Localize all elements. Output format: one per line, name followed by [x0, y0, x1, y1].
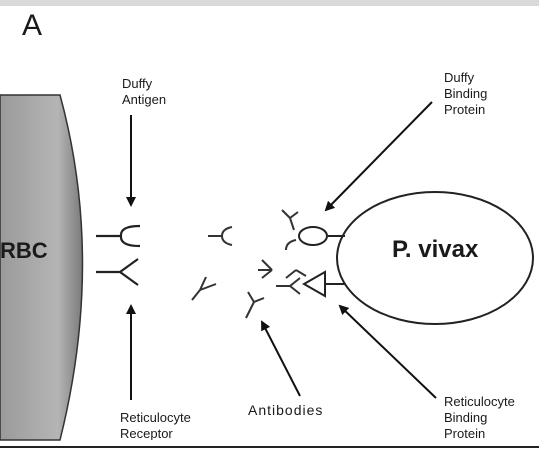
arrow-antibodies	[262, 322, 300, 396]
duffy-binding-protein	[299, 227, 345, 245]
panel-label: A	[22, 18, 42, 34]
duffy-antigen-label-line-1: Duffy	[122, 76, 166, 92]
dbp-label-line-2: Binding	[444, 86, 487, 102]
reticulocyte-receptor-label: Reticulocyte Receptor	[120, 410, 191, 440]
reticulocyte-binding-protein-label: Reticulocyte Binding Protein	[444, 394, 515, 440]
parasite-label: P. vivax	[392, 242, 478, 258]
rbc-label: RBC	[0, 243, 48, 259]
duffy-antigen-receptor	[96, 226, 140, 246]
rr-label-line-2: Receptor	[120, 426, 191, 440]
antibody-3	[246, 292, 264, 318]
rbc-membrane	[0, 95, 83, 440]
duffy-binding-protein-label: Duffy Binding Protein	[444, 70, 487, 118]
rbp-label-line-1: Reticulocyte	[444, 394, 515, 410]
antibodies-label: Antibodies	[248, 402, 323, 418]
duffy-antigen-label-line-2: Antigen	[122, 92, 166, 108]
reticulocyte-binding-protein	[304, 272, 345, 296]
rr-label-line-1: Reticulocyte	[120, 410, 191, 426]
rbp-label-line-3: Protein	[444, 426, 515, 440]
antibody-2	[192, 277, 216, 300]
antibody-1	[208, 227, 232, 245]
rbp-label-line-2: Binding	[444, 410, 515, 426]
bound-antibody-rbp	[276, 270, 306, 294]
bound-antibody-dbp	[282, 210, 298, 250]
duffy-antigen-label: Duffy Antigen	[122, 76, 166, 108]
reticulocyte-receptor	[96, 259, 138, 285]
dbp-label-line-3: Protein	[444, 102, 487, 118]
bottom-border	[0, 446, 539, 448]
dbp-label-line-1: Duffy	[444, 70, 487, 86]
antibody-4	[258, 260, 272, 278]
